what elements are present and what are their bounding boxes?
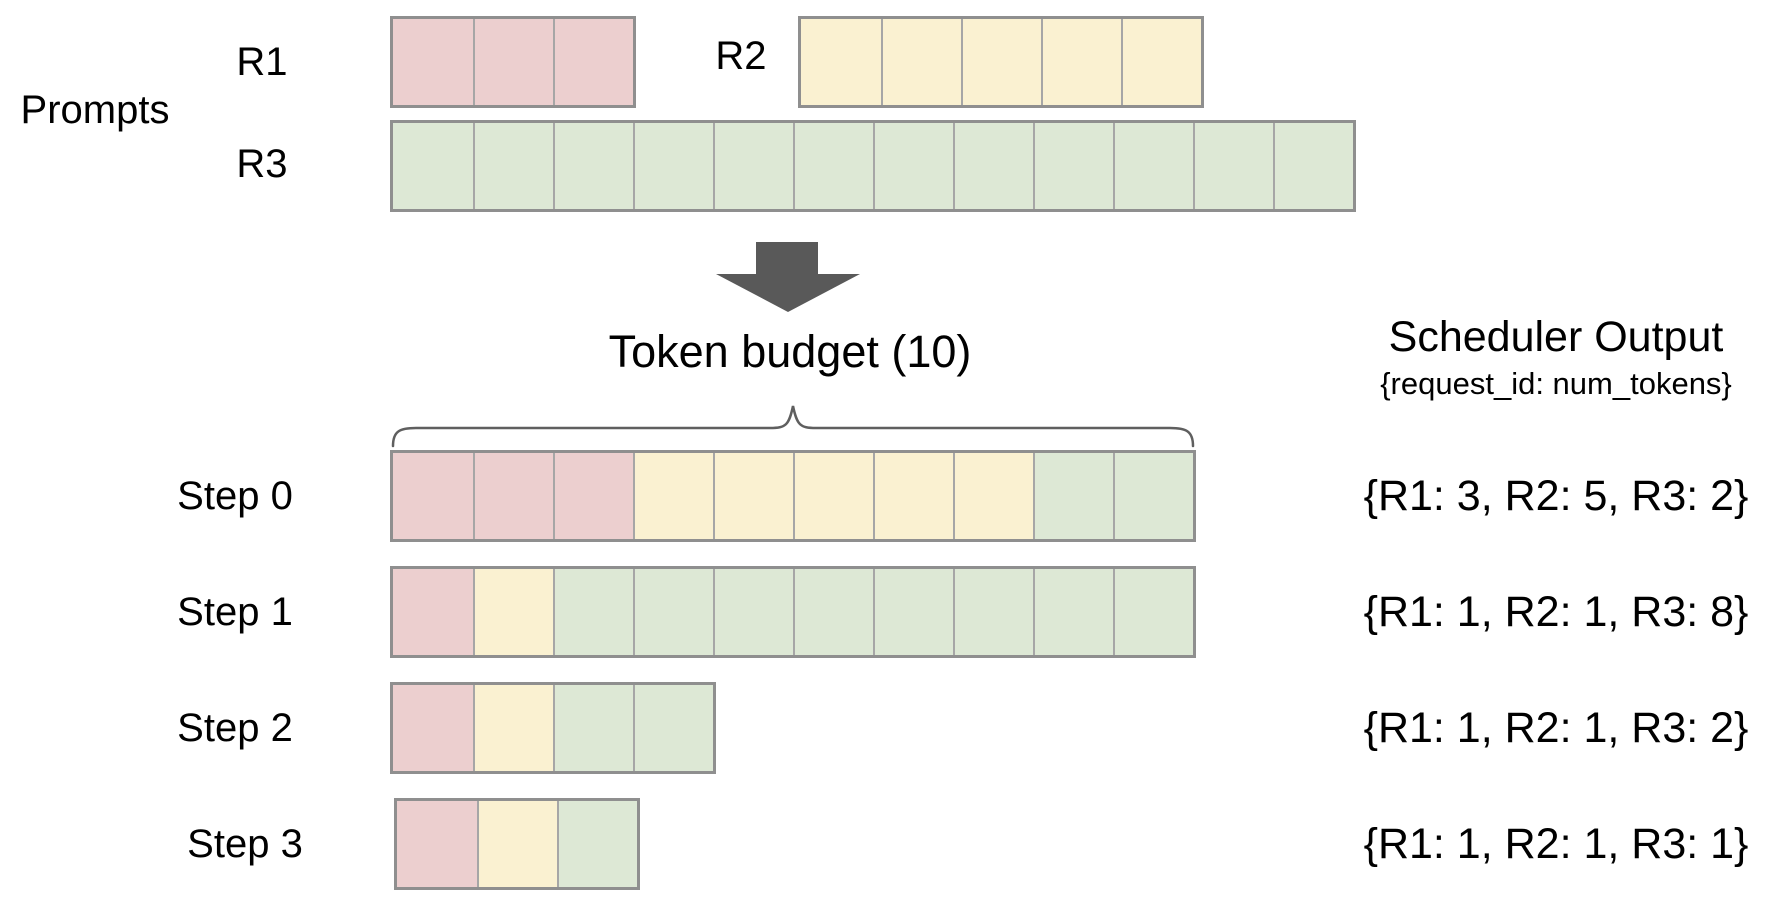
token-cell-r3	[1273, 123, 1353, 209]
token-cell-r2	[873, 453, 953, 539]
token-budget-label: Token budget (10)	[608, 326, 972, 377]
token-cell-r1	[553, 19, 633, 105]
step-2-token-row	[390, 682, 716, 774]
down-arrow-head-icon	[716, 274, 860, 312]
step-0-token-row	[390, 450, 1196, 542]
token-cell-r3	[633, 123, 713, 209]
token-cell-r2	[633, 453, 713, 539]
token-cell-r3	[793, 123, 873, 209]
scheduler-output-step-3: {R1: 1, R2: 1, R3: 1}	[1363, 820, 1749, 868]
token-cell-r3	[633, 569, 713, 655]
step-1-token-row	[390, 566, 1196, 658]
token-cell-r3	[553, 569, 633, 655]
token-cell-r1	[393, 19, 473, 105]
token-cell-r3	[873, 123, 953, 209]
token-cell-r3	[393, 123, 473, 209]
token-cell-r3	[1033, 569, 1113, 655]
scheduler-output-subtitle: {request_id: num_tokens}	[1380, 366, 1732, 401]
token-cell-r3	[473, 123, 553, 209]
step-2-label: Step 2	[177, 706, 293, 750]
token-cell-r2	[793, 453, 873, 539]
token-cell-r3	[953, 123, 1033, 209]
token-cell-r1	[393, 453, 473, 539]
token-cell-r2	[473, 685, 553, 771]
scheduler-output-step-0: {R1: 3, R2: 5, R3: 2}	[1363, 472, 1749, 520]
scheduler-output-step-1: {R1: 1, R2: 1, R3: 8}	[1363, 588, 1749, 636]
token-cell-r3	[553, 685, 633, 771]
request-r1-label: R1	[236, 40, 288, 84]
token-cell-r3	[953, 569, 1033, 655]
down-arrow-icon	[756, 242, 818, 276]
token-cell-r3	[1113, 453, 1193, 539]
token-cell-r3	[633, 685, 713, 771]
token-cell-r2	[477, 801, 557, 887]
token-cell-r2	[881, 19, 961, 105]
token-cell-r2	[1041, 19, 1121, 105]
scheduler-output-step-2: {R1: 1, R2: 1, R3: 2}	[1363, 704, 1749, 752]
token-cell-r1	[397, 801, 477, 887]
token-cell-r3	[1193, 123, 1273, 209]
step-1-label: Step 1	[177, 590, 293, 634]
token-cell-r3	[1033, 123, 1113, 209]
token-cell-r1	[553, 453, 633, 539]
token-budget-brace	[391, 405, 1195, 448]
token-cell-r1	[393, 685, 473, 771]
token-cell-r3	[873, 569, 953, 655]
request-r3-label: R3	[236, 142, 288, 186]
token-cell-r3	[793, 569, 873, 655]
token-cell-r3	[1033, 453, 1113, 539]
token-cell-r1	[473, 19, 553, 105]
token-cell-r2	[1121, 19, 1201, 105]
token-cell-r1	[473, 453, 553, 539]
prompt-r3-token-row	[390, 120, 1356, 212]
scheduler-output-title: Scheduler Output	[1388, 313, 1724, 361]
token-cell-r3	[713, 123, 793, 209]
token-cell-r1	[393, 569, 473, 655]
token-cell-r2	[961, 19, 1041, 105]
token-cell-r3	[557, 801, 637, 887]
prompt-r2-token-row	[798, 16, 1204, 108]
token-cell-r3	[1113, 123, 1193, 209]
request-r2-label: R2	[715, 34, 767, 78]
token-cell-r2	[713, 453, 793, 539]
step-0-label: Step 0	[177, 474, 293, 518]
token-cell-r2	[953, 453, 1033, 539]
token-cell-r2	[801, 19, 881, 105]
token-cell-r3	[1113, 569, 1193, 655]
token-cell-r3	[713, 569, 793, 655]
step-3-label: Step 3	[187, 822, 303, 866]
prompts-label: Prompts	[20, 88, 170, 132]
token-cell-r3	[553, 123, 633, 209]
token-cell-r2	[473, 569, 553, 655]
step-3-token-row	[394, 798, 640, 890]
prompt-r1-token-row	[390, 16, 636, 108]
